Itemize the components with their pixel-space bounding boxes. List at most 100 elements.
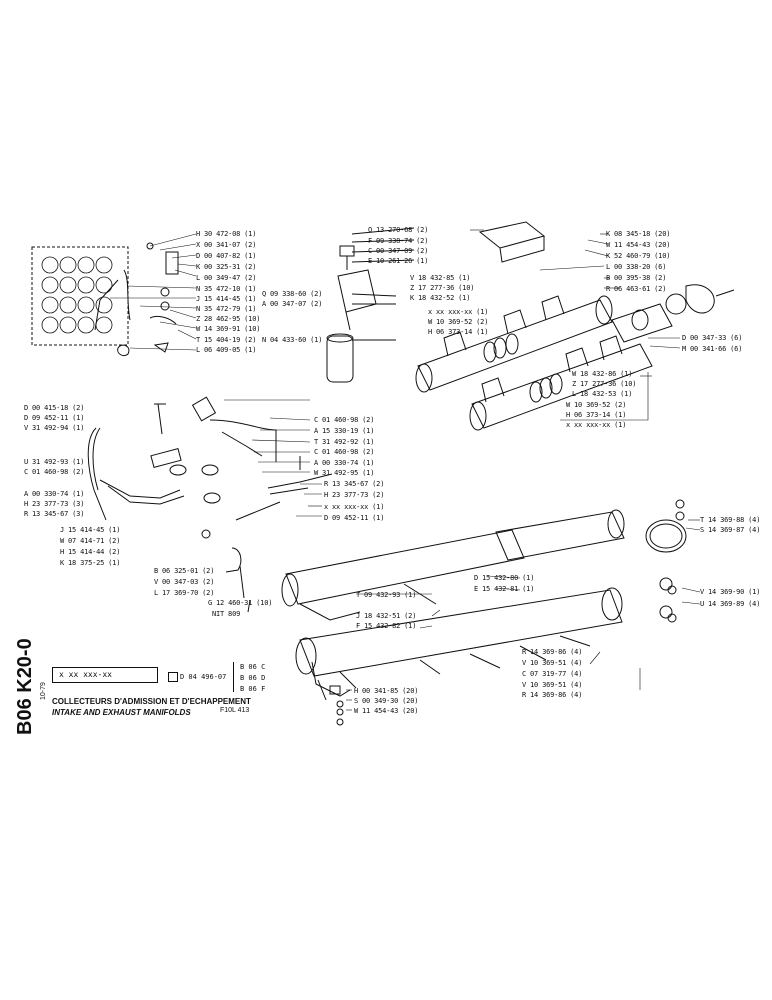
part-label: A 00 347-07 (2) [262,300,323,308]
part-label: G 12 460-31 (10) [208,599,273,607]
part-label: E 15 432-81 (1) [474,585,535,593]
part-label: H 00 341-85 (20) [354,687,419,695]
intake-manifold-lower [469,335,653,431]
part-label: C 07 319-77 (4) [522,670,583,678]
part-label: H 15 414-44 (2) [60,548,121,556]
part-label: R 14 369-86 (4) [522,648,583,656]
part-label: A 00 330-74 (1) [314,459,375,467]
part-label: A 15 330-19 (1) [314,427,375,435]
sheet-date: 10-79 [40,682,47,700]
part-label: R 13 345-67 (3) [24,510,85,518]
part-label: D 15 432-80 (1) [474,574,535,582]
part-label: N 04 433-60 (1) [262,336,323,344]
part-label: D 09 452-11 (1) [24,414,85,422]
part-label: L 17 369-70 (2) [154,589,215,597]
part-label: N 35 472-79 (1) [196,305,257,313]
part-label: x xx xxx-xx (1) [566,421,627,429]
part-label: K 08 345-18 (20) [606,230,671,238]
part-label: D 00 415-18 (2) [24,404,85,412]
part-label: W 18 432-86 (1) [572,370,633,378]
part-label: X 00 341-07 (2) [196,241,257,249]
part-label: J 18 432-51 (2) [356,612,417,620]
part-label: C 01 460-98 (2) [314,416,375,424]
part-label: M 00 341-66 (6) [682,345,743,353]
part-label: B 06 325-01 (2) [154,567,215,575]
part-label: T 15 404-19 (2) [196,336,257,344]
part-label: F 15 432-82 (1) [356,622,417,630]
part-label: K 00 325-31 (2) [196,263,257,271]
part-label: H 06 373-14 (1) [428,328,489,336]
part-label: x xx xxx-xx (1) [324,503,385,511]
support-bracket [326,227,415,383]
part-label: K 18 432-52 (1) [410,294,471,302]
part-label: H 23 377-73 (3) [24,500,85,508]
part-label: Q 09 338-60 (2) [262,290,323,298]
variant-label: B 06 D [240,674,266,682]
part-label: R 13 345-67 (2) [324,480,385,488]
part-label: D 00 407-82 (1) [196,252,257,260]
part-label: V 14 369-90 (1) [700,588,761,596]
part-label: C 01 460-98 (2) [314,448,375,456]
part-label: Z 28 462-95 (10) [196,315,261,323]
part-label: W 14 369-91 (10) [196,325,261,333]
part-label: NIT 809 [212,610,241,618]
part-label: H 30 472-08 (1) [196,230,257,238]
part-label: C 00 347-09 (2) [368,247,429,255]
part-label: C 01 460-98 (2) [24,468,85,476]
engine-block-sketch [31,246,131,346]
part-label: V 31 492-94 (1) [24,424,85,432]
title-english: INTAKE AND EXHAUST MANIFOLDS [52,708,191,717]
part-label: L 18 432-53 (1) [572,390,633,398]
variant-bracket [233,662,238,692]
part-label: L 06 409-05 (1) [196,346,257,354]
part-label: L 00 338-20 (6) [606,263,667,271]
part-label: R 14 369-86 (4) [522,691,583,699]
variant-label: B 06 F [240,685,266,693]
part-label: N 35 472-10 (1) [196,285,257,293]
part-label: J 15 414-45 (1) [60,526,121,534]
variant-label: B 06 C [240,663,266,671]
title-french: COLLECTEURS D'ADMISSION ET D'ECHAPPEMENT [52,697,251,706]
part-label: B 00 395-38 (2) [606,274,667,282]
part-label: x xx xxx-xx (1) [428,308,489,316]
ref-square-icon [168,672,178,682]
part-label: V 10 369-51 (4) [522,659,583,667]
part-label: E 10 261 26 (1) [368,257,429,265]
part-label: D 00 347-33 (6) [682,334,743,342]
part-label: T 31 492-92 (1) [314,438,375,446]
part-label: S 00 349-30 (20) [354,697,419,705]
clamps [645,499,701,623]
part-label: V 10 369-51 (4) [522,681,583,689]
part-label: Z 17 277-36 (10) [410,284,475,292]
part-label: W 11 454-43 (20) [354,707,419,715]
ref-label: D 04 496-07 [180,673,227,681]
engine-model: F10L 413 [220,707,250,714]
part-label: H 23 377-73 (2) [324,491,385,499]
intake-manifold-upper [415,233,735,393]
part-label: K 18 375-25 (1) [60,559,121,567]
part-label: A 00 330-74 (1) [24,490,85,498]
part-label: H 06 373-14 (1) [566,411,627,419]
part-label: W 31 492-95 (1) [314,469,375,477]
part-label: D 09 452-11 (1) [324,514,385,522]
part-label: J 15 414-45 (1) [196,295,257,303]
part-label: V 18 432-85 (1) [410,274,471,282]
part-label: T 14 369-88 (4) [700,516,761,524]
part-label: L 00 349-47 (2) [196,274,257,282]
part-label: Z 17 277-36 (10) [572,380,637,388]
injector-pipes [87,396,333,613]
part-label: V 00 347-03 (2) [154,578,215,586]
part-label: W 10 369-52 (2) [428,318,489,326]
part-number-box: x xx xxx-xx [52,667,158,683]
part-label: T 09 432-93 (1) [356,591,417,599]
part-label: K 52 460-79 (10) [606,252,671,260]
part-label: F 09 338-74 (2) [368,237,429,245]
part-label: R 06 463-61 (2) [606,285,667,293]
sheet-code: B06 K20-0 [14,638,36,735]
part-label: S 14 369-87 (4) [700,526,761,534]
part-label: U 31 492-93 (1) [24,458,85,466]
part-label: U 14 369-89 (4) [700,600,761,608]
part-label: W 11 454-43 (20) [606,241,671,249]
part-label: Q 13 270-68 (2) [368,226,429,234]
